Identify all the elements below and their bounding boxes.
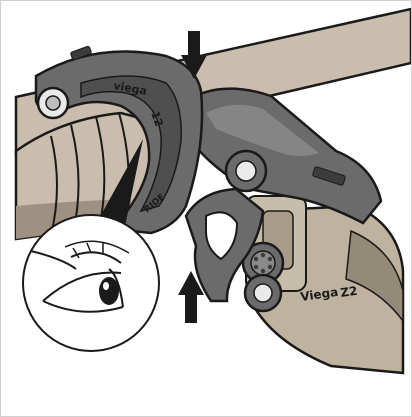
sight-line-cone	[91, 139, 143, 236]
jaw-label-plate	[312, 166, 346, 186]
roller-teeth	[253, 252, 273, 274]
tool-model-text: Z2	[339, 284, 358, 300]
arrow-up-icon	[178, 271, 204, 323]
jaw-size-text: 12	[148, 110, 165, 129]
tool-brand-text: Viega	[299, 285, 339, 304]
tool-body-band	[345, 229, 404, 324]
lower-jaw-cutout	[205, 211, 239, 261]
upper-jaw-highlight	[206, 104, 319, 156]
jaw-top-tab	[70, 45, 92, 61]
jaw-pin-bolt-inner	[45, 95, 61, 111]
jaw-brand-text: viega	[112, 79, 147, 98]
arrow-down-icon	[181, 31, 207, 79]
eye-icon	[22, 214, 160, 352]
upper-pivot-bolt-cap	[235, 160, 257, 182]
lower-pivot-bolt-cap	[253, 283, 273, 303]
front-press-jaw-face	[80, 75, 182, 213]
